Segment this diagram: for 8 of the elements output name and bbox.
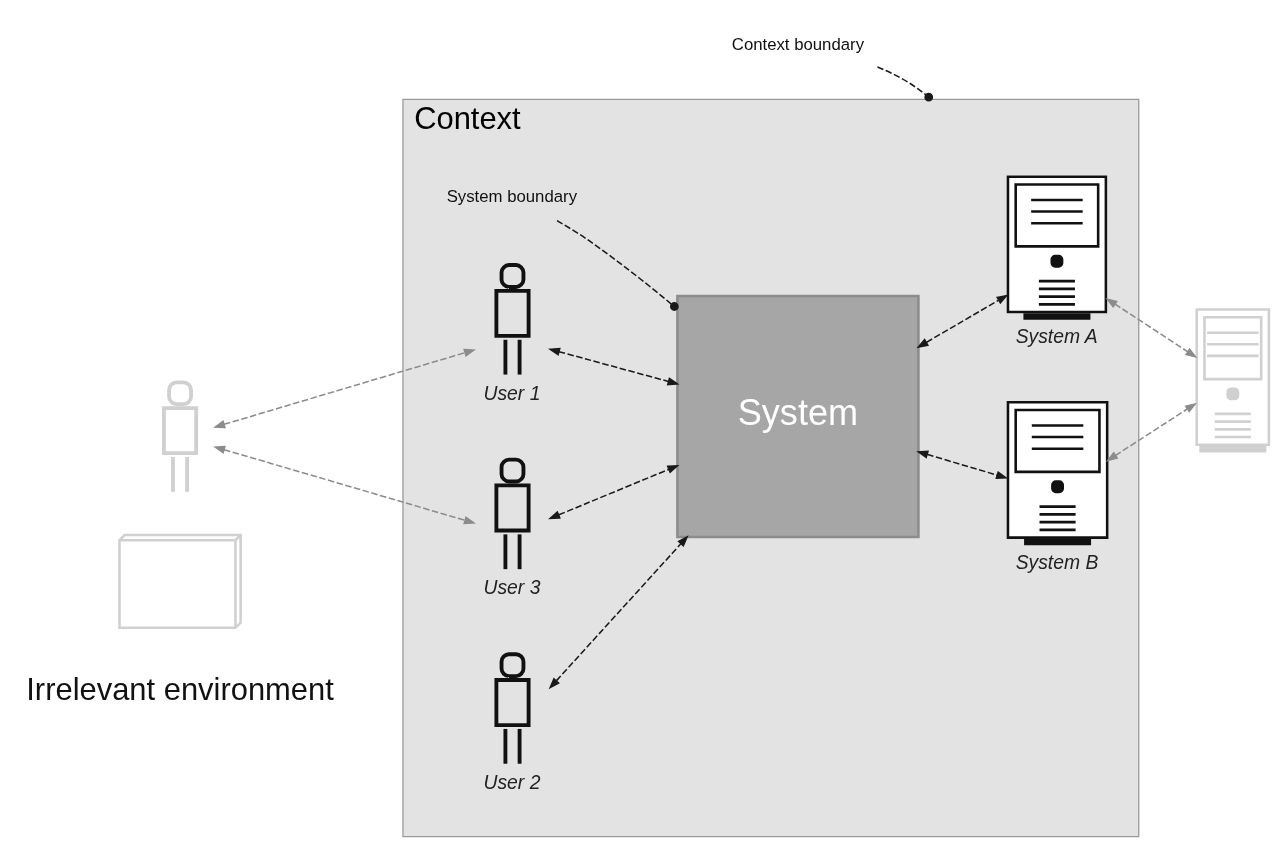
node-text: System boundary <box>446 186 578 206</box>
label: Irrelevant environment <box>26 671 334 707</box>
node-label: User 3 <box>483 576 541 598</box>
node-label: User 2 <box>483 771 541 793</box>
node-label: User 1 <box>483 382 541 404</box>
node-label: System B <box>1015 551 1099 573</box>
node-label: System A <box>1015 325 1098 347</box>
node-text: Context boundary <box>731 34 865 54</box>
